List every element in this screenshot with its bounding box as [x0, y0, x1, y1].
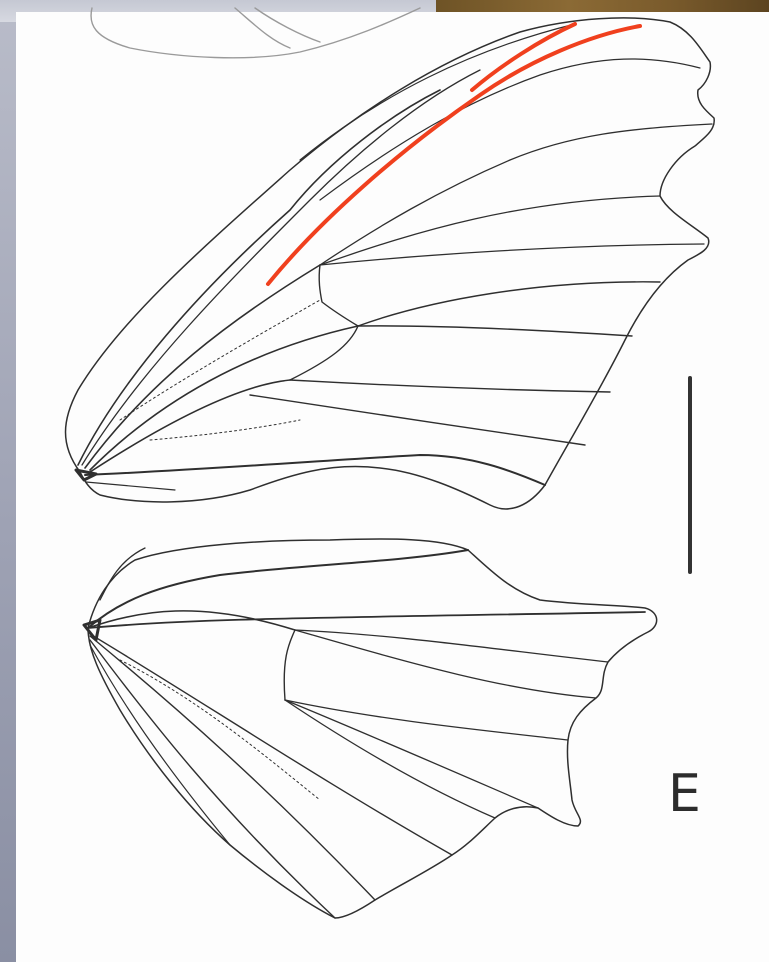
hindwing-venation	[84, 539, 657, 918]
partial-wing-outline	[91, 8, 420, 58]
forewing-venation	[66, 18, 715, 509]
panel-letter: E	[668, 768, 701, 820]
